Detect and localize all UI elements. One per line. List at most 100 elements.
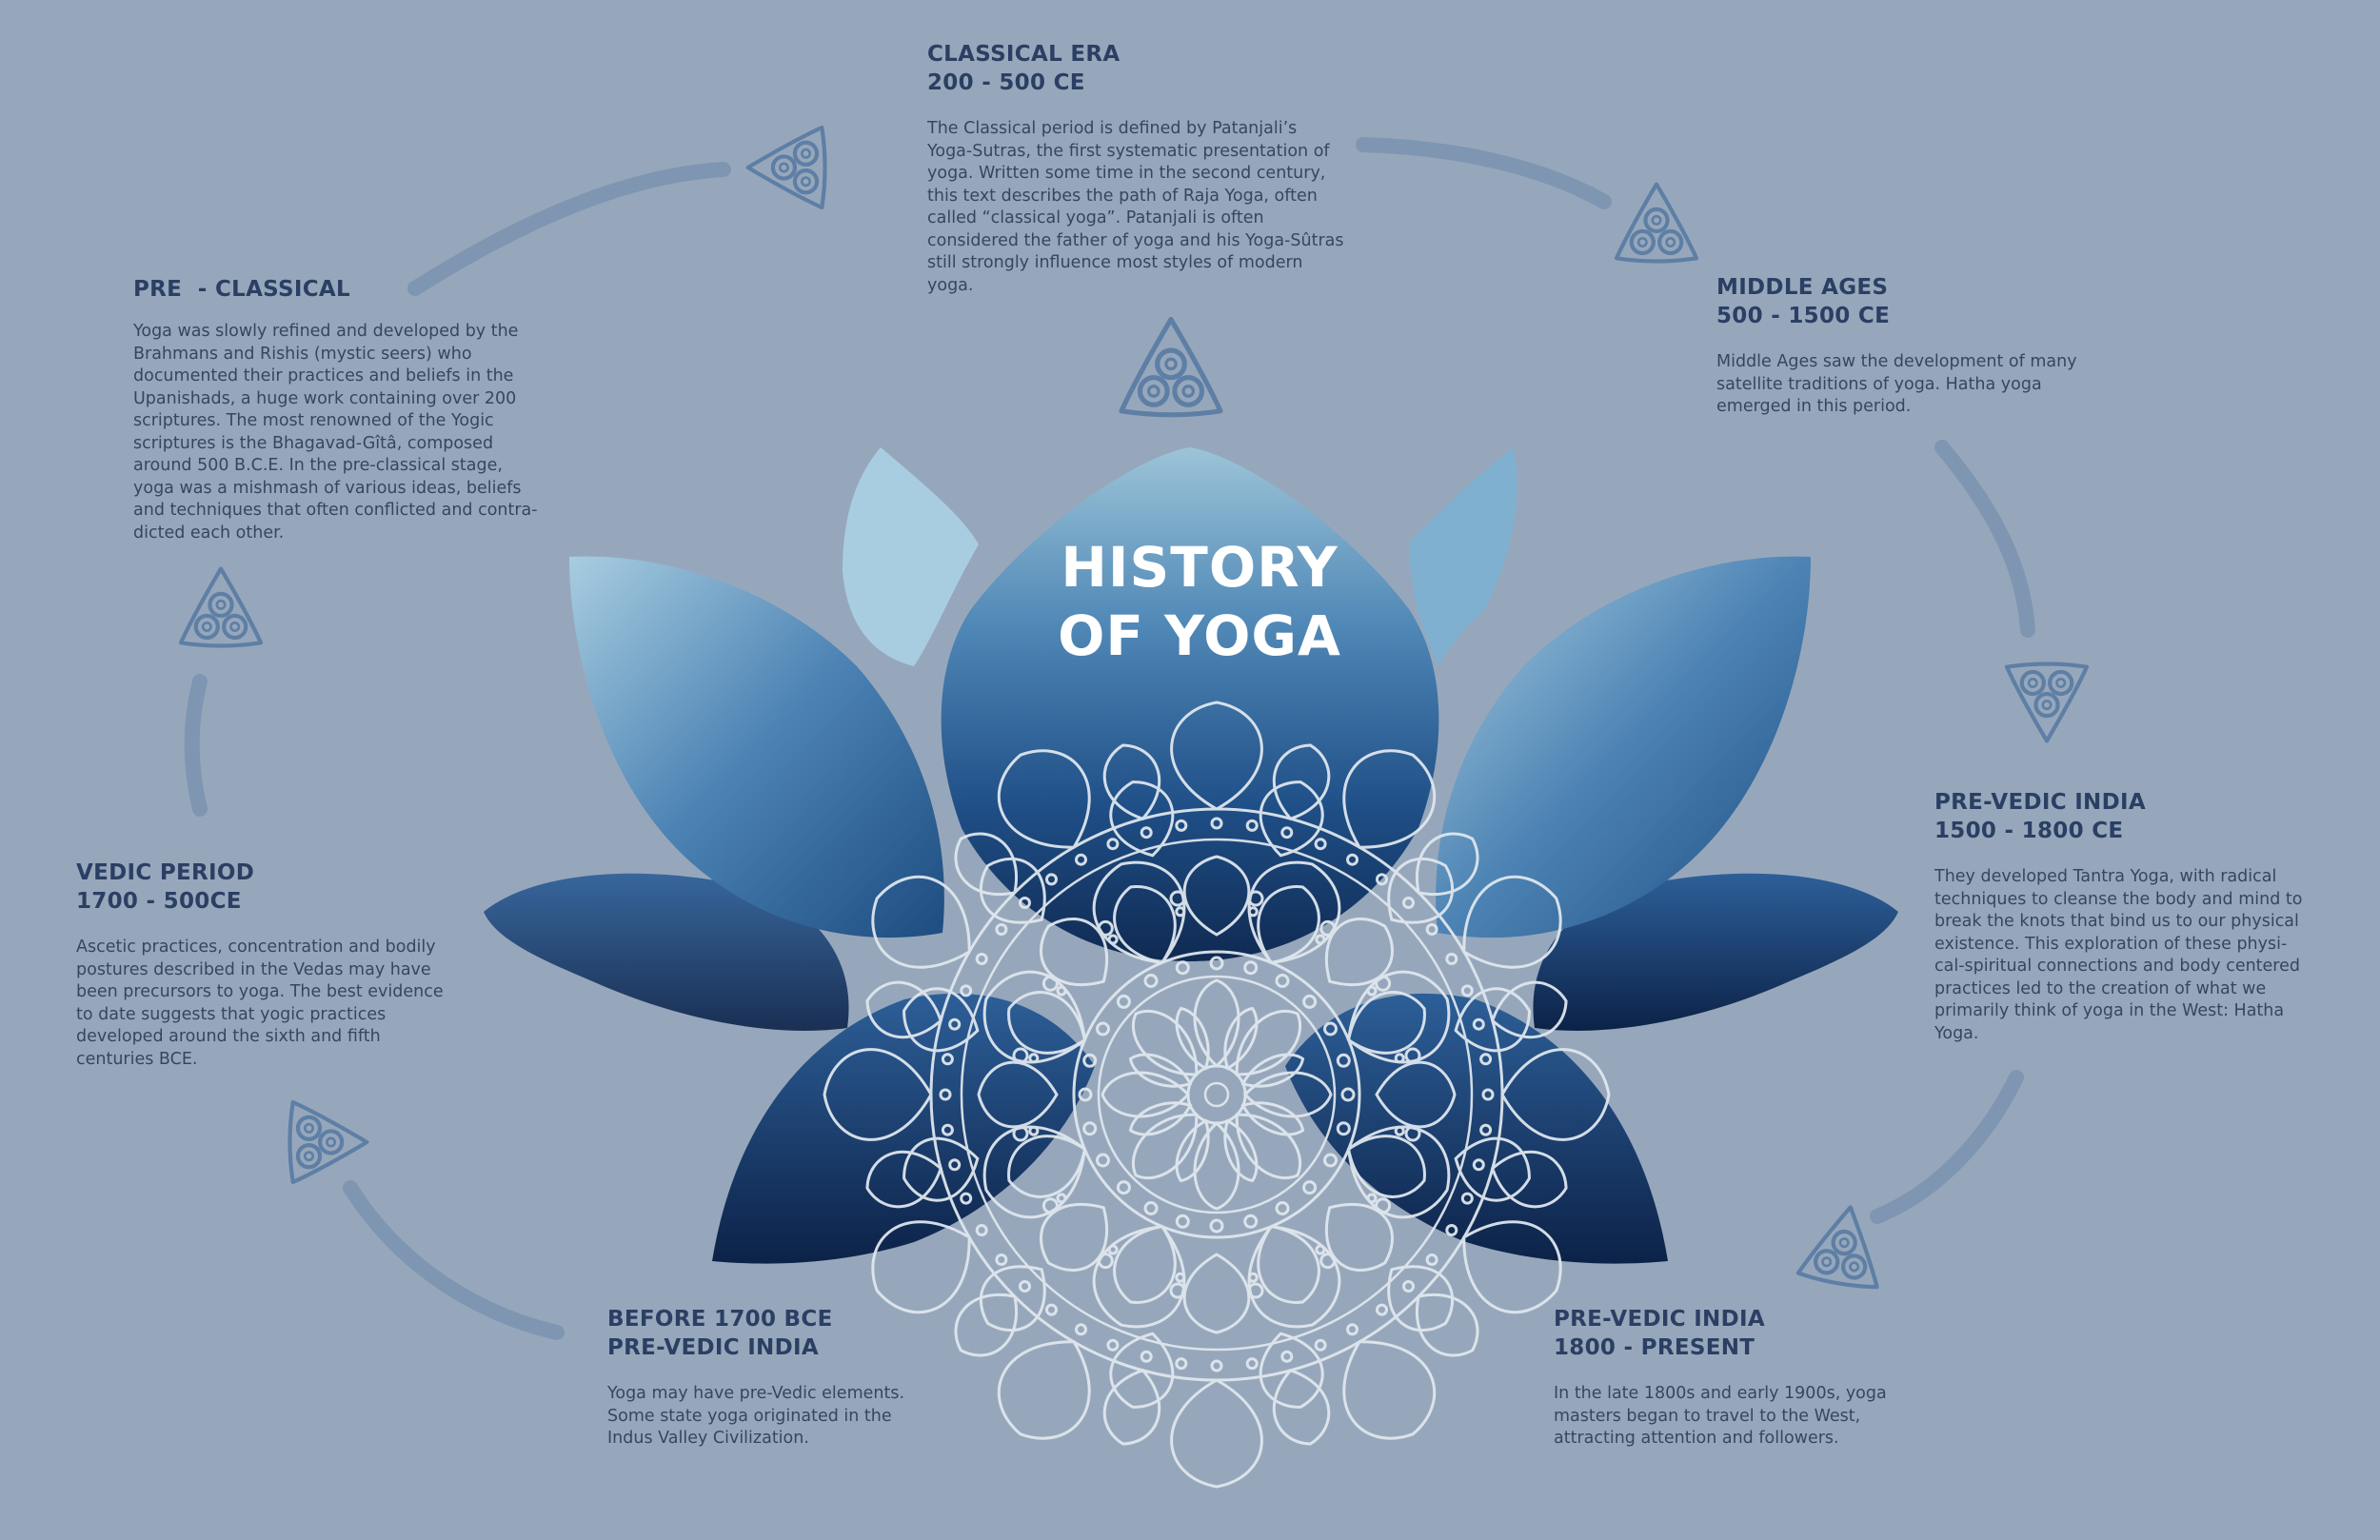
mandala-stroke xyxy=(902,987,980,1053)
mandala-stroke xyxy=(1078,1087,1093,1102)
mandala-stroke xyxy=(1182,1253,1251,1334)
mandala-stroke xyxy=(1235,1113,1302,1180)
triquetra-icon xyxy=(1121,320,1220,415)
mandala-stroke xyxy=(960,1192,973,1205)
period-pre-vedic-1800: PRE-VEDIC INDIA 1800 - PRESENT In the la… xyxy=(1554,1305,1887,1451)
mandala-stroke xyxy=(1169,1282,1186,1299)
mandala-stroke xyxy=(979,1265,1046,1333)
mandala-stroke xyxy=(1454,987,1531,1053)
lotus-petal-left-wide xyxy=(569,556,944,938)
period-dates: 500 - 1500 CE xyxy=(1716,304,1891,328)
mandala-stroke xyxy=(1182,855,1251,937)
period-vedic: VEDIC PERIOD 1700 - 500CE Ascetic practi… xyxy=(76,859,457,1071)
arc-middle-to-prevedic xyxy=(1934,440,2035,638)
mandala-stroke xyxy=(1056,1193,1067,1204)
period-title: PRE-VEDIC INDIA xyxy=(1554,1307,1765,1332)
period-before-1700: BEFORE 1700 BCE PRE-VEDIC INDIA Yoga may… xyxy=(607,1305,931,1451)
period-pre-vedic-1500: PRE-VEDIC INDIA 1500 - 1800 CE They deve… xyxy=(1934,788,2315,1045)
mandala-stroke xyxy=(1175,1357,1188,1371)
period-heading: VEDIC PERIOD 1700 - 500CE xyxy=(76,859,457,916)
lotus-petal-lower-right xyxy=(1285,993,1668,1264)
mandala-stroke xyxy=(1143,1201,1159,1215)
mandala-stroke xyxy=(1007,1135,1087,1198)
lotus-petal-right-thin xyxy=(1409,447,1517,666)
lotus-petal-left-thin xyxy=(843,447,979,666)
mandala-stroke xyxy=(1170,1378,1263,1489)
mandala-stroke xyxy=(1028,1125,1040,1136)
mandala-stroke xyxy=(1131,1009,1199,1076)
period-dates: 1700 - 500CE xyxy=(76,889,242,914)
period-text: Yoga was slowly refined and developed by… xyxy=(133,322,538,543)
mandala-stroke xyxy=(954,1293,1018,1357)
lotus-petal-center xyxy=(941,447,1439,961)
mandala-stroke xyxy=(1394,1053,1405,1064)
mandala-stroke xyxy=(1491,980,1568,1039)
mandala-stroke xyxy=(1007,991,1087,1055)
mandala-stroke xyxy=(1387,1265,1455,1333)
mandala-stroke xyxy=(1170,701,1263,811)
mandala-stroke xyxy=(1314,1338,1327,1352)
period-heading: PRE-VEDIC INDIA 1500 - 1800 CE xyxy=(1934,788,2315,845)
period-dates: 1500 - 1800 CE xyxy=(1934,819,2124,843)
mandala-stroke xyxy=(1012,1125,1029,1142)
mandala-stroke xyxy=(1460,984,1474,997)
mandala-stroke xyxy=(948,1158,962,1172)
period-title: PRE-VEDIC INDIA xyxy=(1934,790,2146,815)
arc-classical-to-middle xyxy=(1356,137,1612,209)
mandala-stroke xyxy=(995,1254,1008,1266)
triquetra-icon xyxy=(1616,185,1696,262)
mandala-stroke xyxy=(1175,960,1190,976)
mandala-stroke xyxy=(823,1048,933,1141)
period-classical: CLASSICAL ERA 200 - 500 CE The Classical… xyxy=(927,40,1346,297)
mandala-stroke xyxy=(1128,1101,1193,1136)
triquetra-icon xyxy=(748,128,825,207)
mandala-stroke xyxy=(1223,1118,1259,1183)
period-heading: MIDDLE AGES 500 - 1500 CE xyxy=(1716,273,2078,330)
period-text: They developed Tantra Yoga, with radical… xyxy=(1934,867,2303,1043)
mandala-stroke xyxy=(1116,994,1131,1009)
mandala-stroke xyxy=(1175,1272,1186,1283)
mandala-stroke xyxy=(1416,1293,1479,1357)
title-line-1: HISTORY xyxy=(1061,535,1339,600)
mandala-stroke xyxy=(1175,819,1188,832)
mandala-stroke xyxy=(1247,1272,1259,1283)
mandala-stroke xyxy=(1210,1359,1223,1372)
mandala-stroke xyxy=(1375,975,1392,992)
mandala-stroke xyxy=(1140,826,1153,839)
mandala-stroke xyxy=(975,1224,988,1236)
mandala-stroke xyxy=(1045,873,1058,886)
mandala-stroke xyxy=(1240,1101,1305,1136)
mandala-stroke xyxy=(1302,1180,1318,1195)
mandala-stroke xyxy=(1082,1053,1098,1068)
mandala-stroke xyxy=(1247,1282,1264,1299)
mandala-stroke xyxy=(1210,817,1223,830)
mandala-stroke xyxy=(1346,1135,1426,1198)
lotus-petal-right-wide xyxy=(1436,556,1811,938)
mandala-stroke xyxy=(929,807,1504,1382)
period-dates: 200 - 500 CE xyxy=(927,70,1085,95)
mandala-stroke xyxy=(1445,1224,1458,1236)
mandala-stroke xyxy=(1096,1153,1110,1168)
mandala-stroke xyxy=(1257,1224,1320,1304)
mandala-stroke xyxy=(1454,1136,1531,1202)
mandala-stroke xyxy=(1416,832,1479,896)
mandala-stroke xyxy=(1116,1180,1131,1195)
mandala-stroke xyxy=(997,1340,1091,1440)
mandala-stroke xyxy=(902,1136,980,1202)
mandala-stroke xyxy=(1404,1125,1421,1142)
mandala-stroke xyxy=(1272,1369,1331,1446)
period-dates: 1800 - PRESENT xyxy=(1554,1335,1755,1360)
mandala-stroke xyxy=(865,980,942,1039)
mandala-stroke xyxy=(979,857,1046,924)
mandala-stroke xyxy=(977,1060,1059,1129)
period-text: Ascetic practices, concentration and bod… xyxy=(76,938,444,1069)
triquetra-icon xyxy=(181,569,261,646)
mandala-stroke xyxy=(1028,1053,1040,1064)
mandala-stroke xyxy=(1425,923,1438,936)
mandala-stroke xyxy=(1186,1064,1247,1125)
period-dates: PRE-VEDIC INDIA xyxy=(607,1335,819,1360)
mandala-stroke xyxy=(1101,1071,1191,1118)
mandala-stroke xyxy=(1259,780,1324,858)
mandala-stroke xyxy=(941,1053,954,1066)
mandala-stroke xyxy=(1336,1121,1351,1136)
